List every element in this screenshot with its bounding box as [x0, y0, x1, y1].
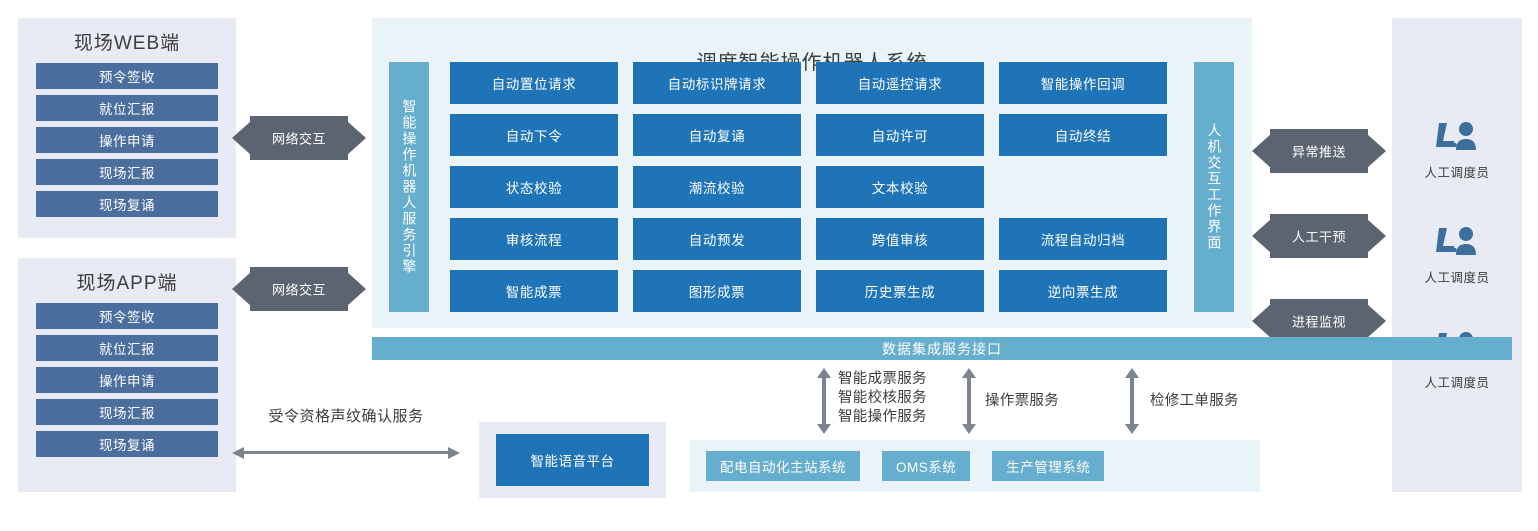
arrow-head-left: [1252, 304, 1271, 338]
arrow-process-monitor: 进程监视: [1252, 299, 1386, 343]
arrow-head-up: [962, 368, 976, 378]
cell-auto-position-request[interactable]: 自动置位请求: [450, 62, 618, 104]
arrow-body: [1270, 299, 1368, 343]
arrow-body: [243, 451, 449, 454]
app-btn-2[interactable]: 就位汇报: [36, 335, 218, 361]
dispatcher-icon: [1430, 225, 1484, 264]
service-label-operation-ticket: 操作票服务: [985, 393, 1059, 409]
vertical-bar-service-engine: 智能操作机器人服务引擎: [389, 62, 429, 312]
arrow-head-left: [232, 447, 244, 459]
app-client-title: 现场APP端: [76, 273, 178, 294]
system-box-distribution-automation[interactable]: 配电自动化主站系统: [706, 451, 860, 481]
arrow-manual-intervention-label: 人工干预: [1291, 229, 1346, 245]
system-box-production-management[interactable]: 生产管理系统: [992, 451, 1105, 481]
arrow-head-down: [962, 424, 976, 434]
cell-graphic-ticket[interactable]: 图形成票: [633, 270, 801, 312]
cell-auto-terminate[interactable]: 自动终结: [999, 114, 1167, 156]
arrow-body: [250, 116, 348, 160]
arrow-process-monitor-label: 进程监视: [1291, 314, 1346, 330]
web-btn-2[interactable]: 就位汇报: [36, 95, 218, 121]
arrow-voice-service: [232, 447, 460, 459]
voice-service-arrow-label: 受令资格声纹确认服务: [268, 408, 424, 425]
cell-cross-shift-review[interactable]: 跨值审核: [816, 218, 984, 260]
arrow-network-app: 网络交互: [232, 267, 366, 311]
varrow-maintenance-order: [1125, 368, 1139, 434]
service-label-smart: 智能成票服务 智能校核服务 智能操作服务: [838, 371, 927, 426]
cell-auto-sign-request[interactable]: 自动标识牌请求: [633, 62, 801, 104]
arrow-network-web: 网络交互: [232, 116, 366, 160]
cell-reverse-ticket-gen[interactable]: 逆向票生成: [999, 270, 1167, 312]
arrow-head-down: [817, 424, 831, 434]
web-btn-3[interactable]: 操作申请: [36, 127, 218, 153]
cell-auto-order[interactable]: 自动下令: [450, 114, 618, 156]
arrow-body: [1270, 129, 1368, 173]
app-btn-4[interactable]: 现场汇报: [36, 399, 218, 425]
cell-powerflow-check[interactable]: 潮流校验: [633, 166, 801, 208]
varrow-smart-services: [817, 368, 831, 434]
arrow-head-left: [1252, 219, 1271, 253]
arrow-head-left: [232, 121, 251, 155]
arrow-manual-intervention: 人工干预: [1252, 214, 1386, 258]
cell-auto-repeat[interactable]: 自动复诵: [633, 114, 801, 156]
arrow-body: [822, 377, 826, 425]
web-btn-4[interactable]: 现场汇报: [36, 159, 218, 185]
panel-web-client: 现场WEB端 预令签收 就位汇报 操作申请 现场汇报 现场复诵: [18, 18, 236, 238]
operator-2-label: 人工调度员: [1424, 270, 1490, 285]
web-btn-5[interactable]: 现场复诵: [36, 191, 218, 217]
web-btn-1[interactable]: 预令签收: [36, 63, 218, 89]
cell-state-check[interactable]: 状态校验: [450, 166, 618, 208]
arrow-head-right: [448, 447, 460, 459]
panel-external-systems: 配电自动化主站系统 OMS系统 生产管理系统: [690, 440, 1260, 492]
operator-3-label: 人工调度员: [1424, 375, 1490, 390]
varrow-operation-ticket: [962, 368, 976, 434]
cell-smart-ticket[interactable]: 智能成票: [450, 270, 618, 312]
app-btn-5[interactable]: 现场复诵: [36, 431, 218, 457]
arrow-head-up: [817, 368, 831, 378]
arrow-body: [1270, 214, 1368, 258]
panel-voice-platform: 智能语音平台: [479, 422, 666, 498]
arrow-body: [250, 267, 348, 311]
arrow-head-up: [1125, 368, 1139, 378]
arrow-head-right: [1367, 219, 1386, 253]
cell-auto-remote-request[interactable]: 自动遥控请求: [816, 62, 984, 104]
service-label-maintenance-order: 检修工单服务: [1150, 393, 1239, 409]
web-client-title: 现场WEB端: [73, 33, 181, 54]
cell-smart-op-callback[interactable]: 智能操作回调: [999, 62, 1167, 104]
panel-robot-system: 调度智能操作机器人系统 智能操作机器人服务引擎 自动置位请求 自动标识牌请求 自…: [372, 18, 1252, 328]
cell-flow-auto-archive[interactable]: 流程自动归档: [999, 218, 1167, 260]
arrow-head-right: [347, 121, 366, 155]
arrow-network-web-label: 网络交互: [271, 131, 326, 147]
cell-review-flow[interactable]: 审核流程: [450, 218, 618, 260]
panel-operators: 人工调度员 人工调度员 人工调度: [1392, 18, 1522, 492]
arrow-exception-push-label: 异常推送: [1291, 144, 1346, 160]
arrow-body: [967, 377, 971, 425]
cell-text-check[interactable]: 文本校验: [816, 166, 984, 208]
arrow-head-left: [1252, 134, 1271, 168]
cell-auto-preissue[interactable]: 自动预发: [633, 218, 801, 260]
cell-auto-permit[interactable]: 自动许可: [816, 114, 984, 156]
data-integration-service-bar: 数据集成服务接口: [372, 337, 1512, 360]
arrow-body: [1130, 377, 1134, 425]
app-btn-1[interactable]: 预令签收: [36, 303, 218, 329]
function-cell-grid: 自动置位请求 自动标识牌请求 自动遥控请求 智能操作回调 自动下令 自动复诵 自…: [450, 62, 1180, 312]
arrow-exception-push: 异常推送: [1252, 129, 1386, 173]
vertical-bar-hmi-workspace: 人机交互工作界面: [1194, 62, 1234, 312]
cell-placeholder: [999, 166, 1167, 208]
arrow-head-down: [1125, 424, 1139, 434]
operator-1-label: 人工调度员: [1424, 165, 1490, 180]
voice-platform-box[interactable]: 智能语音平台: [496, 434, 649, 486]
arrow-head-left: [232, 272, 251, 306]
system-box-oms[interactable]: OMS系统: [882, 451, 971, 481]
dispatcher-icon: [1430, 120, 1484, 159]
arrow-head-right: [1367, 304, 1386, 338]
panel-app-client: 现场APP端 预令签收 就位汇报 操作申请 现场汇报 现场复诵: [18, 258, 236, 492]
arrow-head-right: [1367, 134, 1386, 168]
cell-history-ticket-gen[interactable]: 历史票生成: [816, 270, 984, 312]
arrow-network-app-label: 网络交互: [271, 282, 326, 298]
app-btn-3[interactable]: 操作申请: [36, 367, 218, 393]
operator-2: 人工调度员: [1424, 225, 1489, 286]
operator-1: 人工调度员: [1424, 120, 1489, 181]
arrow-head-right: [347, 272, 366, 306]
